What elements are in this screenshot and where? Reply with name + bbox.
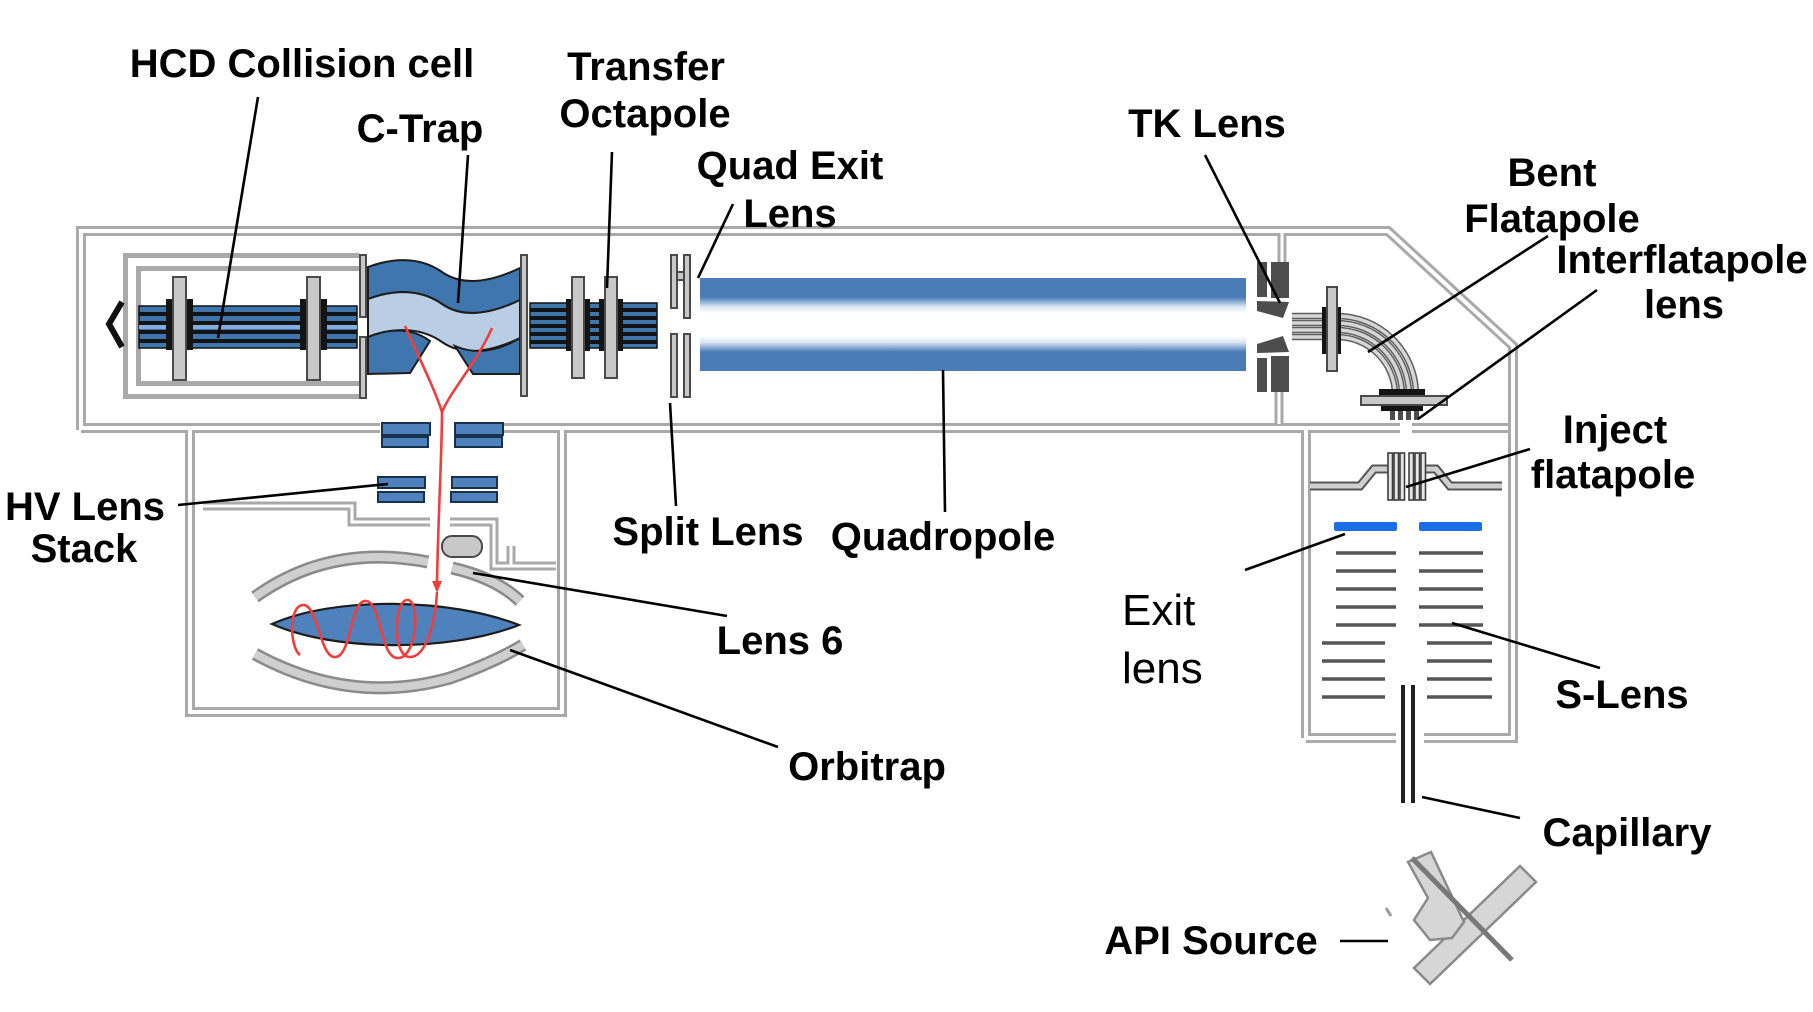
interflatapole-lens (1360, 389, 1448, 420)
vacuum-housing (76, 226, 1518, 743)
leader-lens6 (472, 571, 728, 618)
octapole-plate (571, 276, 585, 379)
orbitrap-central-spindle (269, 602, 523, 647)
leader-hv (177, 482, 389, 507)
leader-exit-lens (1244, 532, 1346, 572)
leader-octapole (605, 151, 614, 289)
label-s-lens: S-Lens (1555, 673, 1688, 717)
quad-exit-lens-electrode (683, 254, 691, 319)
leader-s-lens (1451, 621, 1601, 670)
label-inject-flatapole-2: flatapole (1531, 453, 1695, 497)
label-quad-exit-lens-2: Lens (743, 192, 836, 236)
quadrupole (700, 278, 1246, 371)
label-hv-lens-stack-2: Stack (31, 527, 138, 571)
label-interflatapole-lens-2: lens (1644, 283, 1724, 327)
flatapole-mount-plate (1326, 286, 1338, 372)
quad-exit-lens-electrode (670, 254, 678, 309)
inject-flatapole-rods (1387, 452, 1427, 501)
hcd-gate-electrode (359, 336, 367, 399)
ion-path (290, 325, 494, 660)
label-quad-exit-lens: Quad Exit (697, 144, 884, 188)
leader-lines (177, 96, 1601, 943)
tk-lens (1257, 262, 1289, 392)
labels: HCD Collision cell C-Trap Transfer Octap… (5, 42, 1808, 963)
c-trap (367, 254, 528, 397)
hcd-entry-bracket-icon (105, 300, 125, 349)
label-hv-lens-stack: HV Lens (5, 485, 165, 529)
orbitrap (251, 535, 527, 695)
split-lens-electrode (670, 333, 678, 398)
leader-orbitrap (509, 648, 779, 749)
split-lens-assembly (670, 254, 691, 398)
label-transfer-octapole: Transfer (567, 45, 725, 89)
label-capillary: Capillary (1543, 811, 1713, 855)
leader-quadropole (941, 369, 947, 513)
ion-path-arrow-icon (432, 581, 442, 593)
label-interflatapole-lens: Interflatapole (1556, 238, 1807, 282)
api-probe-line (1410, 856, 1514, 962)
octapole-plate (604, 276, 618, 379)
exit-lens (1334, 522, 1482, 531)
hcd-collision-cell (105, 253, 367, 399)
hv-lens-stack (377, 422, 504, 503)
api-source-nozzle (1384, 850, 1538, 986)
label-lens6: Lens 6 (717, 619, 844, 663)
capillary (1401, 685, 1415, 803)
lens-bridge (676, 271, 685, 281)
label-hcd-collision-cell: HCD Collision cell (130, 42, 475, 86)
label-quadropole: Quadropole (831, 515, 1055, 559)
c-trap-exit-plate (520, 254, 528, 397)
bent-flatapole (1292, 286, 1420, 396)
split-lens-electrode (683, 333, 691, 398)
leader-interflatapole (1417, 288, 1598, 421)
label-tk-lens: TK Lens (1128, 102, 1286, 146)
label-bent-flatapole: Bent (1508, 151, 1597, 195)
label-c-trap: C-Trap (357, 107, 484, 151)
hcd-gate-electrode (359, 254, 367, 318)
leader-hcd (216, 96, 260, 339)
quadrupole-rod-top (700, 278, 1246, 313)
label-exit-lens: Exit (1122, 586, 1195, 635)
label-transfer-octapole-2: Octapole (559, 92, 730, 136)
inject-flatapole (1310, 452, 1502, 501)
label-bent-flatapole-2: Flatapole (1464, 197, 1640, 241)
leader-capillary (1421, 795, 1521, 820)
label-inject-flatapole: Inject (1563, 408, 1667, 452)
transfer-octapole (529, 276, 658, 379)
hcd-plate (306, 276, 321, 381)
leader-split (668, 402, 678, 507)
leader-bent (1367, 234, 1549, 354)
hcd-plate (172, 276, 187, 381)
leader-c-trap (456, 154, 470, 304)
leader-inject (1405, 447, 1531, 489)
s-lens (1322, 551, 1492, 699)
label-api-source: API Source (1104, 919, 1317, 963)
c-trap-bottom-left-electrode (367, 329, 432, 376)
label-exit-lens-2: lens (1122, 644, 1203, 693)
label-orbitrap: Orbitrap (788, 745, 946, 789)
leader-quad-exit (696, 203, 735, 279)
lens6-deflector (441, 535, 483, 558)
leader-tk (1203, 154, 1282, 304)
label-split-lens: Split Lens (612, 510, 803, 554)
quadrupole-rod-bottom (700, 336, 1246, 371)
